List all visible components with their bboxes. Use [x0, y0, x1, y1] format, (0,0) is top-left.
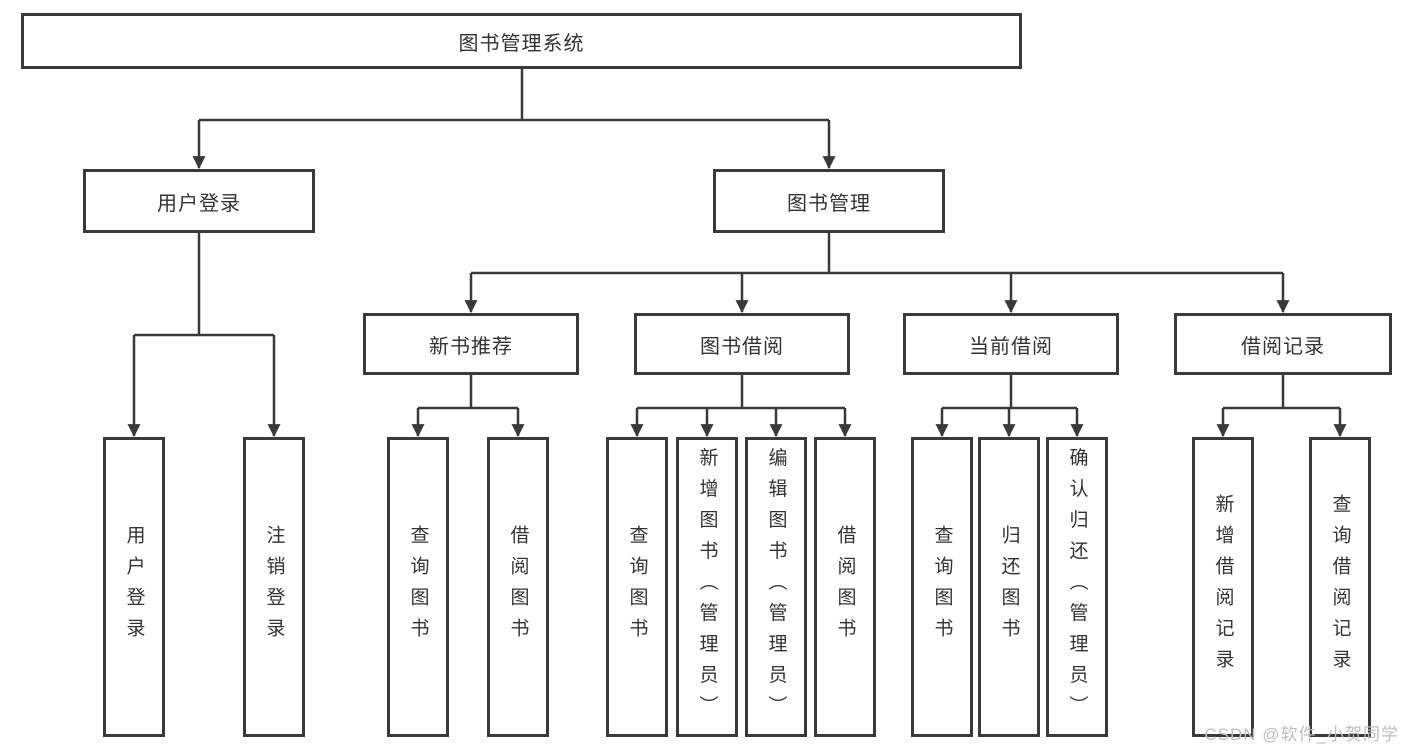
node-library-management-system: 图书管理系统 — [21, 13, 1022, 69]
leaf-label: 查询图书 — [407, 525, 429, 649]
leaf-label: 编辑图书（管理员） — [765, 447, 787, 727]
leaf-logout: 注销登录 — [243, 437, 305, 737]
leaf-label: 借阅图书 — [507, 525, 529, 649]
node-book-borrowing: 图书借阅 — [634, 313, 850, 375]
node-book-management: 图书管理 — [713, 169, 945, 233]
leaf-user-login: 用户登录 — [103, 437, 165, 737]
node-current-borrowing: 当前借阅 — [903, 313, 1119, 375]
leaf-query-borrow-record: 查询借阅记录 — [1309, 437, 1371, 737]
leaf-borrow-books-recommend: 借阅图书 — [487, 437, 549, 737]
leaf-label: 借阅图书 — [834, 525, 856, 649]
leaf-label: 确认归还（管理员） — [1066, 447, 1088, 727]
csdn-watermark: CSDN @软件_小贺同学 — [1204, 725, 1399, 744]
leaf-label: 新增借阅记录 — [1212, 494, 1234, 680]
leaf-edit-books-admin: 编辑图书（管理员） — [745, 437, 807, 737]
leaf-label: 查询借阅记录 — [1329, 494, 1351, 680]
leaf-label: 注销登录 — [263, 525, 285, 649]
leaf-label: 用户登录 — [123, 525, 145, 649]
leaf-borrow-books: 借阅图书 — [814, 437, 876, 737]
node-new-book-recommendation: 新书推荐 — [363, 313, 579, 375]
leaf-query-books-borrow: 查询图书 — [606, 437, 668, 737]
leaf-confirm-return-admin: 确认归还（管理员） — [1046, 437, 1108, 737]
leaf-label: 查询图书 — [931, 525, 953, 649]
node-borrowing-records: 借阅记录 — [1174, 313, 1392, 375]
leaf-query-books-recommend: 查询图书 — [387, 437, 449, 737]
node-user-login: 用户登录 — [83, 169, 315, 233]
leaf-query-books-current: 查询图书 — [911, 437, 973, 737]
leaf-add-books-admin: 新增图书（管理员） — [676, 437, 738, 737]
leaf-add-borrow-record: 新增借阅记录 — [1192, 437, 1254, 737]
leaf-return-books: 归还图书 — [978, 437, 1040, 737]
leaf-label: 新增图书（管理员） — [696, 447, 718, 727]
leaf-label: 查询图书 — [626, 525, 648, 649]
leaf-label: 归还图书 — [998, 525, 1020, 649]
